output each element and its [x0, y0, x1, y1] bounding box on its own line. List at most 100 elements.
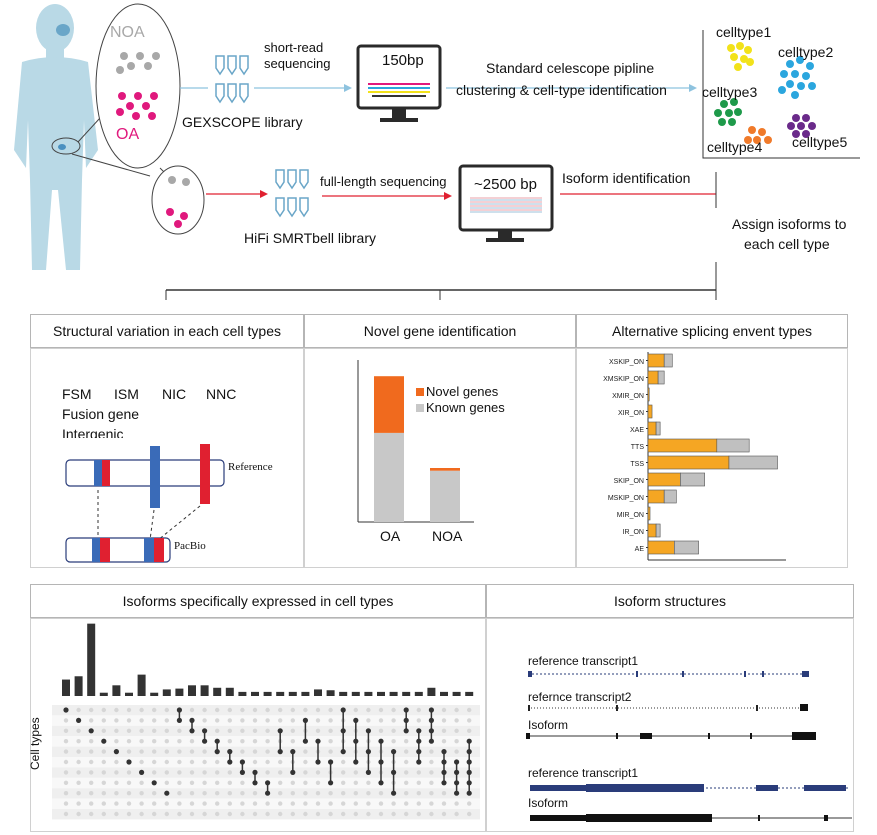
upset-bar-s7: [137, 674, 146, 696]
splicing-category-label: XIR_ON: [618, 410, 644, 417]
upset-dot: [239, 769, 245, 775]
splicing-bar-ae-1: [647, 540, 675, 555]
splicing-chart: XSKIP_ONXMSKIP_ONXMIR_ONXIR_ONXAETTSTSSS…: [603, 352, 786, 561]
splicing-bar-xskip-on-2: [663, 353, 673, 368]
track-label-1: reference transcript1: [528, 654, 639, 668]
reference-label: Reference: [228, 461, 273, 473]
upset-bar-s10: [175, 688, 184, 696]
track-2: [528, 704, 808, 711]
upset-dot: [302, 738, 308, 744]
upset-dot: [454, 790, 460, 796]
novel-panel: [304, 348, 576, 568]
noa-cells: [116, 52, 160, 74]
splicing-category-label: XMSKIP_ON: [603, 376, 644, 383]
upset-dot: [378, 780, 384, 786]
novel-panel-title: Novel gene identification: [304, 314, 576, 348]
upset-dot: [214, 738, 220, 744]
upset-dot: [365, 728, 371, 734]
upset-dot: [391, 749, 397, 755]
upset-dot: [353, 738, 359, 744]
splicing-bar-skip-on-2: [680, 472, 705, 487]
upset-dot: [340, 749, 346, 755]
upset-dot: [315, 759, 321, 765]
upset-dot: [265, 780, 271, 786]
upset-dot: [353, 717, 359, 723]
upset-dot: [239, 759, 245, 765]
upset-dot: [328, 759, 334, 765]
upset-dot: [428, 728, 434, 734]
upset-bar-s9: [162, 689, 171, 696]
upset-panel-title: Isoforms specifically expressed in cell …: [30, 584, 486, 618]
full-length-label: full-length sequencing: [320, 174, 447, 189]
track-label-4: reference transcript1: [528, 766, 639, 780]
upset-dot: [365, 769, 371, 775]
upset-bar-s23: [339, 691, 348, 696]
upset-bar-s20: [301, 691, 310, 696]
splicing-bar-mskip-on-1: [647, 489, 665, 504]
sample-oval: [95, 3, 181, 169]
splicing-category-label: XMIR_ON: [612, 393, 644, 400]
upset-bar-s18: [276, 691, 285, 696]
upset-ylabel: Cell types: [28, 717, 42, 770]
testis-icon: [58, 144, 66, 150]
upset-bar-s32: [452, 691, 461, 696]
legend-novel-swatch: [416, 388, 424, 396]
upset-dot: [227, 759, 233, 765]
monitor-icon: [356, 44, 442, 122]
celltype5-label: celltype5: [792, 134, 848, 150]
x-label-oa: OA: [380, 528, 401, 544]
upset-dot: [441, 780, 447, 786]
upset-dot: [328, 780, 334, 786]
upset-dot: [454, 780, 460, 786]
splicing-bar-xskip-on-1: [647, 353, 665, 368]
upset-bar-s21: [314, 689, 322, 696]
upset-dot: [176, 707, 182, 713]
splicing-bar-xir-on-1: [647, 404, 653, 419]
upset-dot: [113, 749, 119, 755]
novel-bar-noa-novel: [430, 468, 460, 471]
splicing-bar-xae-1: [647, 421, 657, 436]
upset-dot: [202, 728, 208, 734]
splicing-bar-ir-on-1: [647, 523, 657, 538]
upset-bar-s33: [465, 691, 474, 696]
upset-dot: [365, 749, 371, 755]
upset-dot: [202, 738, 208, 744]
upset-bar-s30: [427, 687, 436, 696]
splicing-category-label: IR_ON: [623, 529, 644, 536]
novel-bar-noa-known: [430, 470, 460, 522]
upset-bar-s2: [74, 676, 83, 696]
novel-bar-oa-novel: [374, 376, 404, 433]
upset-dot: [76, 717, 82, 723]
track-1: [528, 671, 809, 677]
upset-dot: [416, 759, 422, 765]
track-label-3: Isoform: [528, 718, 569, 732]
splicing-category-label: SKIP_ON: [614, 478, 644, 485]
oa-label: OA: [116, 126, 140, 143]
sv-schematic: [65, 444, 225, 563]
clustering-label: clustering & cell-type identification: [456, 82, 667, 98]
upset-dot: [139, 769, 145, 775]
cluster-axes: [702, 30, 860, 159]
upset-dot: [441, 749, 447, 755]
upset-dot: [454, 759, 460, 765]
upset-dot: [378, 738, 384, 744]
upset-dot: [403, 728, 409, 734]
upset-dot: [63, 707, 69, 713]
splicing-bar-ir-on-2: [655, 523, 661, 538]
human-body-figure: [14, 4, 98, 270]
upset-dot: [353, 759, 359, 765]
legend-novel-label: Novel genes: [426, 384, 499, 399]
upset-bar-s6: [125, 692, 133, 696]
x-label-noa: NOA: [432, 528, 463, 544]
upset-dot: [340, 728, 346, 734]
upset-dot: [214, 749, 220, 755]
upset-bar-s4: [99, 692, 108, 696]
upset-dot: [252, 780, 258, 786]
intergenic-label: Intergenic: [62, 426, 124, 438]
upset-dot: [441, 769, 447, 775]
upset-dot: [126, 759, 132, 765]
upset-bar-s27: [389, 691, 398, 696]
upset-dot: [378, 759, 384, 765]
upset-dot: [227, 749, 233, 755]
upset-dot: [466, 749, 472, 755]
